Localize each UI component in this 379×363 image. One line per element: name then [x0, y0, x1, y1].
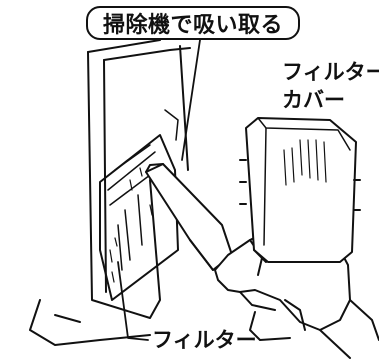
callout-box: 掃除機で吸い取る [86, 6, 300, 40]
filter-compartment [99, 109, 179, 301]
filter-texture [109, 167, 153, 283]
filter-label: フィルター [152, 328, 257, 352]
callout-text: 掃除機で吸い取る [102, 13, 283, 38]
filter-leader [117, 261, 149, 341]
callout-leader [181, 39, 201, 161]
filter-cover [239, 117, 361, 263]
filter-cover-label-line1: フィルター [282, 60, 379, 84]
vacuum-nozzle [145, 163, 233, 271]
filter-cover-label-line2: カバー [282, 88, 345, 112]
appliance-body [29, 39, 191, 346]
